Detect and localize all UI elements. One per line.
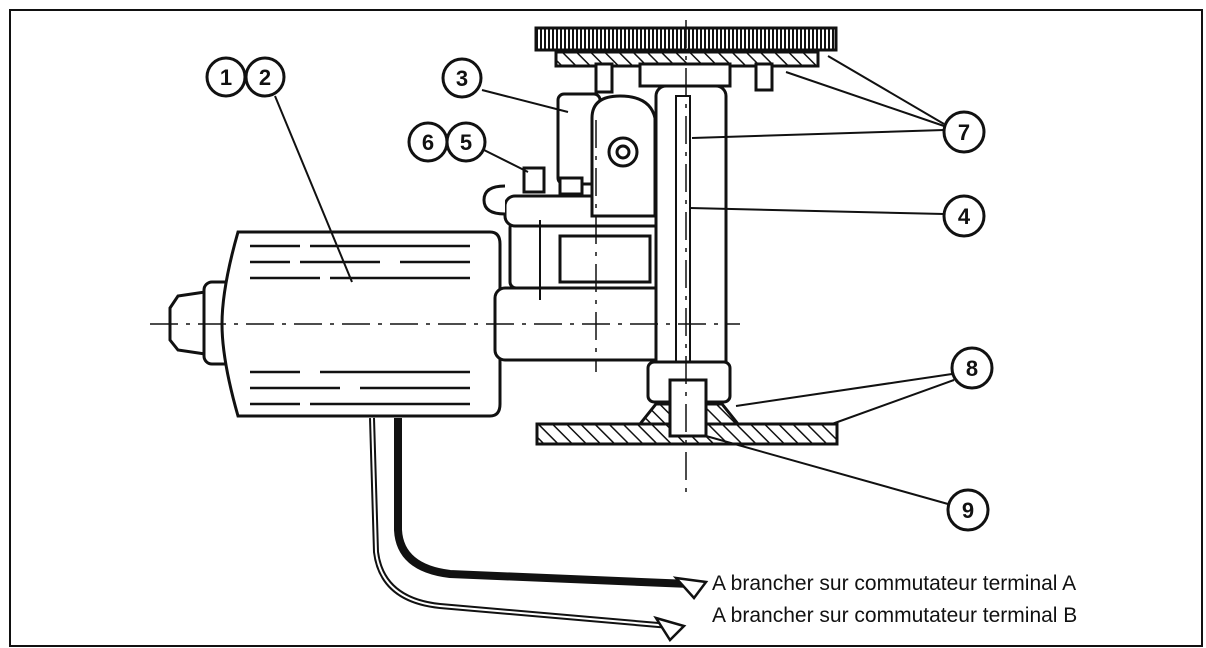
- adjust-screw: [522, 166, 546, 194]
- leader-lines: [274, 55, 955, 505]
- caption-terminal-a: A brancher sur commutateur terminal A: [712, 572, 1076, 595]
- svg-text:5: 5: [460, 130, 472, 155]
- lead-b: [369, 417, 671, 629]
- motor-end-cap: [168, 290, 207, 356]
- svg-text:6: 6: [422, 130, 434, 155]
- lead-a: [394, 418, 691, 588]
- caption-terminal-b: A brancher sur commutateur terminal B: [712, 604, 1077, 627]
- svg-text:2: 2: [259, 65, 271, 90]
- svg-text:4: 4: [958, 204, 971, 229]
- callout-7: 7: [942, 110, 986, 154]
- svg-text:9: 9: [962, 498, 974, 523]
- figure-frame: [9, 9, 1203, 647]
- motor-leads: [369, 417, 709, 642]
- center-lines: [150, 20, 740, 498]
- callout-9: 9: [946, 488, 990, 532]
- callout-8: 8: [950, 346, 994, 390]
- svg-text:7: 7: [958, 120, 970, 145]
- svg-text:1: 1: [220, 65, 232, 90]
- callout-4: 4: [942, 194, 986, 238]
- callout-1: 1: [205, 56, 247, 98]
- callout-3: 3: [441, 57, 483, 99]
- shaft-bushing: [668, 378, 708, 438]
- terminal-b-lug: [653, 615, 687, 642]
- callout-5: 5: [445, 121, 487, 163]
- housing-inner-recess: [558, 234, 652, 284]
- terminal-a-lug: [672, 576, 709, 600]
- mounting-lug: [482, 184, 506, 216]
- gearbox-assembly: [482, 26, 839, 446]
- svg-text:8: 8: [966, 356, 978, 381]
- svg-text:3: 3: [456, 66, 468, 91]
- callout-2: 2: [244, 56, 286, 98]
- callout-6: 6: [407, 121, 449, 163]
